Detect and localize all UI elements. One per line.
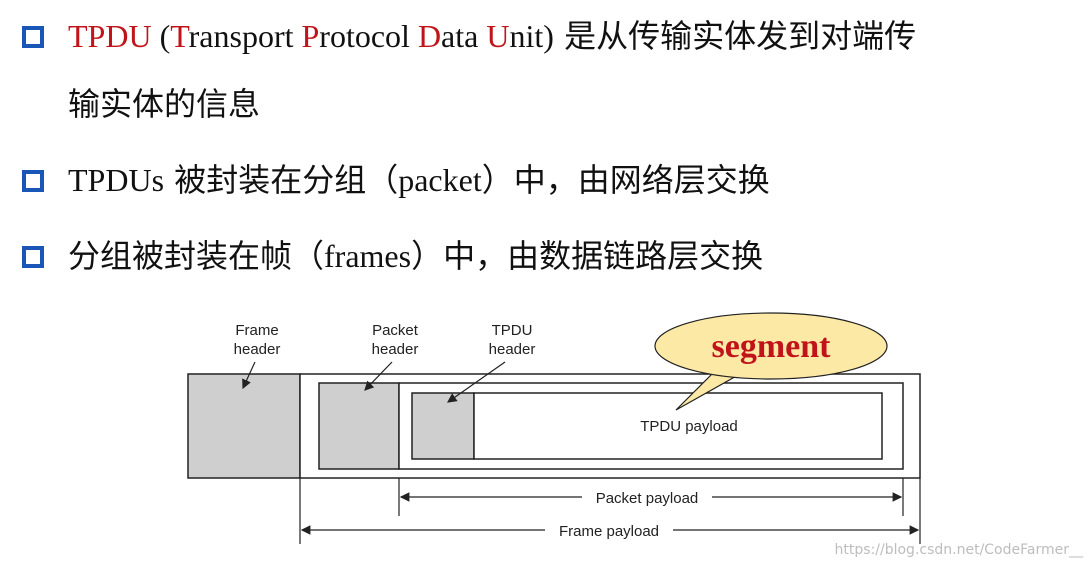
packet-header-label-1: Packet [372, 322, 419, 339]
tpdu-payload-box [473, 392, 883, 460]
tpdu-payload-label: TPDU payload [640, 418, 738, 435]
tpdu-header-label-2: header [489, 341, 536, 358]
bullet-1-segment: ata [441, 18, 487, 54]
tpdu-header-block [411, 392, 475, 460]
bullet-1-segment: D [417, 18, 442, 54]
bullet-text-1: TPDU (Transport Protocol Data Unit) 是从传输… [68, 16, 916, 56]
packet-header-label-2: header [372, 341, 419, 358]
watermark: https://blog.csdn.net/CodeFarmer__ [834, 542, 1083, 558]
tpdu-header-arrow [447, 361, 506, 403]
bullet-2-segment: packet [398, 162, 482, 198]
bullet-1-segment: U [486, 18, 510, 54]
bullet-marker-1 [22, 26, 44, 48]
bullet-text-2: TPDUs 被封装在分组（packet）中，由网络层交换 [68, 160, 770, 200]
frame-header-label-1: Frame [235, 322, 278, 339]
bullet-2-segment: 被封装在分组（ [164, 161, 399, 199]
frame-header-block [187, 373, 301, 479]
bullet-1-segment: PDU [87, 18, 152, 54]
bullet-1-segment: rotocol [319, 18, 418, 54]
packet-payload-label: Packet payload [596, 490, 699, 507]
bullet-text-1-continuation: 输实体的信息 [68, 85, 261, 123]
bullet-1-segment: nit) [509, 18, 554, 54]
packet-header-arrow [364, 361, 393, 391]
bullet-1-segment: ( [151, 18, 171, 54]
segment-callout: segment [654, 312, 888, 411]
bullet-1-segment: P [301, 18, 320, 54]
bullet-2-segment: ）中，由网络层交换 [481, 161, 770, 199]
frame-payload-label: Frame payload [559, 523, 659, 540]
frame-header-label-2: header [234, 341, 281, 358]
bullet-text-3: 分组被封装在帧（frames）中，由数据链路层交换 [68, 236, 763, 276]
bullet-3-segment: 分组被封装在帧（ [68, 237, 325, 275]
segment-callout-label: segment [712, 328, 832, 365]
frame-header-arrow [242, 361, 256, 390]
bullet-1-segment: 是从传输实体发到对端传 [553, 17, 917, 55]
bullet-marker-2 [22, 170, 44, 192]
bullet-1-segment: ransport [188, 18, 302, 54]
bullet-3-segment: ）中，由数据链路层交换 [411, 237, 764, 275]
bullet-1-segment: T [68, 18, 88, 54]
bullet-1-segment: T [170, 18, 189, 54]
packet-header-block [318, 382, 400, 470]
bullet-marker-3 [22, 246, 44, 268]
bullet-2-segment: TPDUs [68, 162, 165, 198]
tpdu-header-label-1: TPDU [492, 322, 533, 339]
bullet-3-segment: frames [324, 238, 412, 274]
